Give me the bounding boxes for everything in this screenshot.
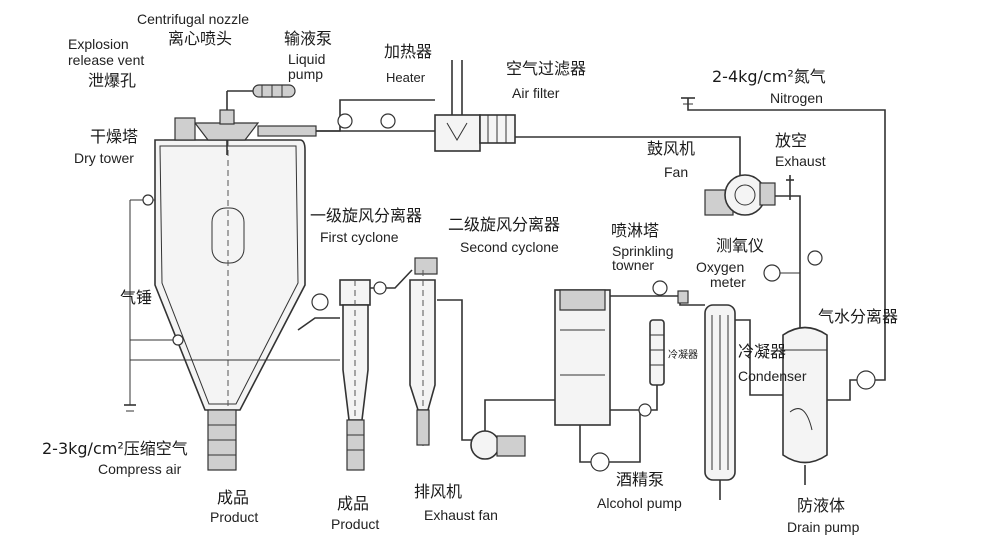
first-cyclone <box>339 279 371 471</box>
nitrogen-line <box>681 97 886 390</box>
condenser-label-zh: 冷凝器 <box>738 342 787 361</box>
explosion-vent-label-en-1: Explosion <box>68 36 129 52</box>
air-filter-label-zh: 空气过滤器 <box>506 59 587 78</box>
temp-gauge-icon <box>652 280 668 296</box>
air-filter-label-en: Air filter <box>512 85 560 101</box>
gas-water-separator-label-zh: 气水分离器 <box>818 307 899 326</box>
liquid-pump-label-en-2: pump <box>288 66 324 82</box>
condenser <box>704 304 736 500</box>
damper-icon <box>373 281 387 295</box>
sprinkling-tower-label-zh: 喷淋塔 <box>611 221 660 240</box>
hot-air-inlet <box>257 125 317 137</box>
drain-pump-label-en: Drain pump <box>787 519 860 535</box>
product-2-label-zh: 成品 <box>337 494 370 513</box>
condenser-label-en: Condenser <box>738 368 807 384</box>
compress-air-pressure-label: 2-3kg/cm²压缩空气 <box>42 439 188 458</box>
centrifugal-nozzle-label-en: Centrifugal nozzle <box>137 11 250 27</box>
fan <box>704 174 776 216</box>
exhaust-vent <box>775 175 823 330</box>
nitrogen-valve-icon <box>856 370 876 390</box>
fan-label-zh: 鼓风机 <box>647 139 696 158</box>
exhaust-fan <box>470 399 555 460</box>
exhaust-label-zh: 放空 <box>775 131 808 150</box>
air-hammer-icon <box>142 194 154 206</box>
small-condenser <box>610 319 665 417</box>
second-cyclone <box>409 257 438 450</box>
product-1-label-zh: 成品 <box>217 488 250 507</box>
alcohol-pump-label-zh: 酒精泵 <box>616 470 665 489</box>
second-cyclone-label-en: Second cyclone <box>460 239 559 255</box>
dry-tower-label-zh: 干燥塔 <box>90 127 139 146</box>
alcohol-pump <box>579 410 641 472</box>
alcohol-pump-label-en: Alcohol pump <box>597 495 682 511</box>
second-cyclone-label-zh: 二级旋风分离器 <box>448 215 561 234</box>
nitrogen-label-en: Nitrogen <box>770 90 823 106</box>
nitrogen-pressure-label: 2-4kg/cm²氮气 <box>712 67 826 86</box>
heater <box>434 60 481 152</box>
first-cyclone-label-zh: 一级旋风分离器 <box>310 206 423 225</box>
centrifugal-nozzle <box>193 95 260 155</box>
exhaust-fan-label-en: Exhaust fan <box>424 507 498 523</box>
first-cyclone-label-en: First cyclone <box>320 229 399 245</box>
small-condenser-label-zh: 冷凝器 <box>668 350 698 361</box>
product-2-label-en: Product <box>331 516 380 532</box>
explosion-release-vent <box>174 117 196 141</box>
sprinkling-tower <box>554 289 611 440</box>
heater-label-en: Heater <box>386 70 426 85</box>
gauge-icon <box>807 250 823 266</box>
explosion-vent-label-en-2: release vent <box>68 52 145 68</box>
drain-pump-label-zh: 防液体 <box>797 496 846 515</box>
temperature-gauge-icon <box>380 113 396 129</box>
sprinkling-tower-label-en-1: Sprinkling <box>612 243 674 259</box>
air-hammer-label-zh: 气锤 <box>120 288 153 307</box>
explosion-vent-label-zh: 泄爆孔 <box>88 71 137 90</box>
oxygen-meter-icon <box>763 264 781 282</box>
flow-meter-icon <box>337 113 353 129</box>
liquid-pump-label-zh: 输液泵 <box>284 29 333 48</box>
oxygen-meter-label-zh: 测氧仪 <box>716 236 765 255</box>
oxygen-meter-label-en-1: Oxygen <box>696 259 745 275</box>
compressed-air-lines <box>124 194 340 412</box>
liquid-pump <box>226 84 296 98</box>
sprinkling-tower-label-en-2: towner <box>612 257 655 273</box>
air-hammer-2-icon <box>172 334 184 346</box>
centrifugal-nozzle-label-zh: 离心喷头 <box>168 29 233 48</box>
compress-air-label-en: Compress air <box>98 461 182 477</box>
fan-label-en: Fan <box>664 164 689 180</box>
liquid-pump-label-en-1: Liquid <box>288 51 326 67</box>
dry-tower <box>154 139 306 471</box>
pressure-gauge-icon <box>311 293 329 311</box>
exhaust-label-en: Exhaust <box>775 153 826 169</box>
heater-label-zh: 加热器 <box>384 42 433 61</box>
oxygen-meter-label-en-2: meter <box>710 274 746 290</box>
gas-water-separator <box>782 326 828 485</box>
exhaust-fan-label-zh: 排风机 <box>414 482 463 501</box>
air-filter <box>479 114 516 144</box>
product-1-label-en: Product <box>210 509 259 525</box>
dry-tower-label-en: Dry tower <box>74 150 134 166</box>
